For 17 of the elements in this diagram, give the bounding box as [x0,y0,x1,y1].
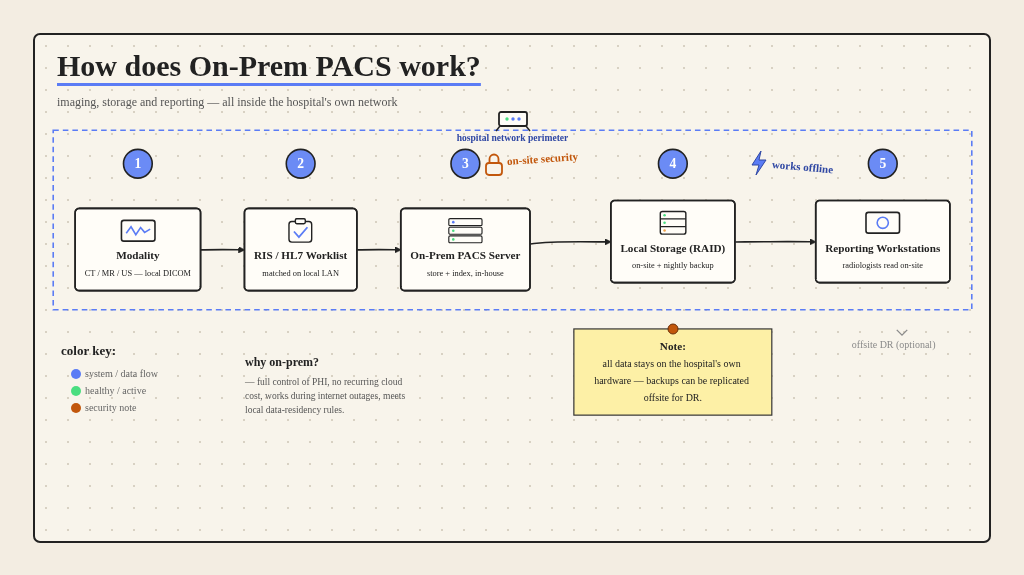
legend-label: system / data flow [85,368,159,379]
legend-label: security note [85,402,137,413]
legend-label: healthy / active [85,385,147,396]
annotation-text: works offline [771,157,835,176]
note-text: — full control of PHI, no recurring cloud cost, works during internet outages, meets local data-residency rules. [245,376,407,417]
diagram-title: How does On-Prem PACS work? [57,49,481,83]
node-circle [867,148,898,179]
node-circle [450,148,481,179]
cluster [52,129,973,311]
note-heading: why on-prem? [245,355,320,370]
annotation-text: on-site security [506,149,579,167]
node-box [573,328,773,416]
node-circle [122,148,153,179]
legend-title: color key: [61,343,116,359]
node-circle [285,148,316,179]
subtitle: imaging, storage and reporting — all inside the hospital's own network [57,95,398,110]
node-circle [657,148,688,179]
